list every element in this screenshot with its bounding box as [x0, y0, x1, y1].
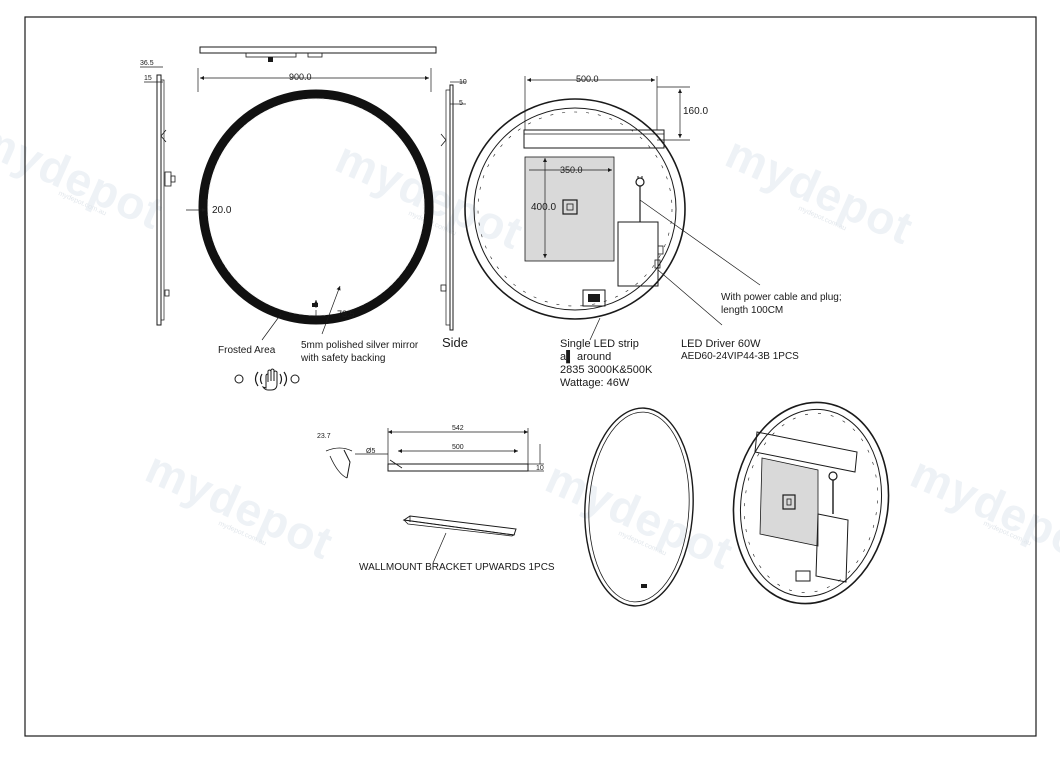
frosted-band	[198, 89, 434, 325]
dim-back-panel-width: 500.0	[576, 74, 599, 84]
dim-bracket-height: 10	[536, 465, 544, 472]
switch-block	[582, 289, 606, 307]
back-frame-inner	[473, 107, 677, 311]
label-led-line4: Wattage: 46W	[560, 377, 630, 389]
back-perspective-driver	[815, 513, 849, 583]
hanging-rail	[523, 129, 665, 149]
sheet-border	[24, 16, 1037, 737]
leader-led-strip	[589, 317, 601, 341]
bracket-profile	[387, 463, 529, 472]
dim-side-top: 10	[459, 79, 467, 86]
right-profile-view	[440, 81, 466, 331]
label-cable-line2: length 100CM	[721, 305, 784, 316]
dim-bracket-inner: 500	[452, 444, 464, 451]
dim-overall-width: 900.0	[289, 72, 312, 82]
front-view	[186, 46, 437, 391]
dim-back-panel-height: 160.0	[683, 106, 709, 117]
front-perspective-outer	[584, 407, 694, 607]
hand-touch-icon	[254, 368, 288, 391]
sensor-circle-icon	[234, 374, 244, 384]
label-frosted-area: Frosted Area	[218, 345, 276, 356]
leader-mirror	[321, 285, 341, 335]
leader-bracket	[432, 532, 447, 564]
back-perspective	[732, 401, 890, 605]
label-led-line2: a▌ around	[560, 351, 612, 363]
power-plug-icon	[635, 177, 645, 187]
leader-cable	[639, 199, 761, 286]
dim-bracket-radius: Ø5	[366, 448, 376, 455]
dim-bracket-angle: 23.7	[317, 433, 331, 440]
sensor-circle-icon	[290, 374, 300, 384]
label-side: Side	[442, 335, 469, 350]
dim-frame-depth: 36.5	[140, 60, 154, 67]
bracket-detail	[325, 428, 544, 564]
led-dots	[207, 98, 425, 316]
sensor-square	[562, 199, 578, 215]
top-view-clip	[307, 52, 323, 58]
profile-plug	[164, 171, 172, 187]
back-perspective-rail	[754, 431, 858, 473]
sensor-switch	[312, 303, 318, 307]
dim-glass-depth: 15	[144, 75, 152, 82]
label-bracket: WALLMOUNT BRACKET UPWARDS 1PCS	[359, 562, 555, 573]
leader-driver	[657, 269, 723, 326]
label-mirror-line1: 5mm polished silver mirror	[301, 340, 419, 351]
back-led-strip	[477, 111, 673, 307]
back-perspective-outer	[732, 401, 890, 605]
dim-sensor-offset: 78.5	[337, 309, 355, 319]
profile-glass	[156, 74, 162, 326]
top-view-bracket	[245, 52, 297, 58]
profile-frame	[160, 79, 165, 321]
label-led-line3: 2835 3000K&500K	[560, 364, 653, 376]
bracket-angle-arc	[325, 447, 353, 452]
sensor-module-panel	[524, 156, 615, 262]
label-cable-line1: With power cable and plug;	[721, 292, 842, 303]
top-view-plug	[268, 57, 273, 62]
led-driver-box	[617, 221, 659, 287]
side-frame	[445, 89, 451, 326]
leader-frosted	[261, 313, 282, 341]
dim-border-width: 20.0	[212, 205, 232, 216]
label-driver-line1: LED Driver 60W	[681, 338, 761, 350]
dim-side-glass: 5	[459, 100, 463, 107]
label-mirror-line2: with safety backing	[301, 353, 386, 364]
top-view-strip	[199, 46, 437, 54]
dim-module-width: 350.0	[560, 165, 583, 175]
left-profile-view	[140, 66, 176, 326]
back-frame-outer	[464, 98, 686, 320]
side-glass	[449, 84, 454, 331]
front-perspective	[584, 407, 694, 607]
back-perspective-panel	[759, 457, 819, 547]
dim-bracket-length: 542	[452, 425, 464, 432]
dim-module-height: 400.0	[531, 202, 557, 213]
back-perspective-inner	[739, 408, 883, 598]
label-led-line1: Single LED strip	[560, 338, 639, 350]
back-view	[464, 76, 761, 341]
front-perspective-inner	[588, 411, 690, 603]
label-driver-line2: AED60-24VIP44-3B 1PCS	[681, 351, 799, 362]
front-perspective-sensor	[641, 584, 647, 588]
